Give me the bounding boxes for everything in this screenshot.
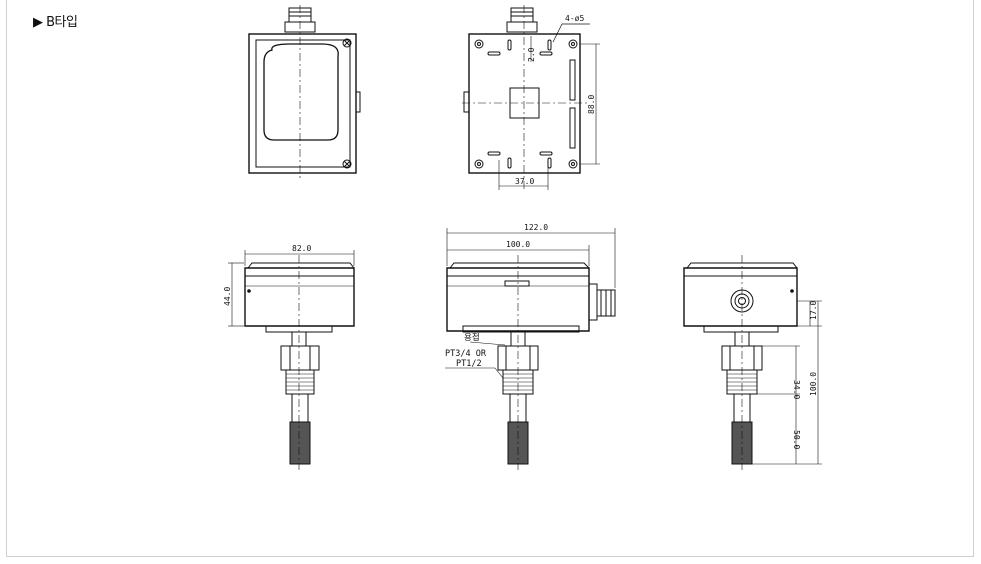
dim-hole-label: 4-ø5 <box>565 14 584 23</box>
dim-right-thread-label: 34.0 <box>792 380 801 399</box>
dim-overall-label: 122.0 <box>524 223 548 232</box>
dim-side-height-label: 44.0 <box>223 287 232 306</box>
side-view <box>228 250 355 470</box>
dim-right-probe-label: 50.0 <box>792 430 801 449</box>
right-view <box>683 255 822 470</box>
thread-label-line2: PT1/2 <box>456 359 482 369</box>
dim-height-label: 88.0 <box>587 95 596 114</box>
thread-label-line1: PT3/4 OR <box>445 349 487 359</box>
dim-side-width-label: 82.0 <box>292 244 311 253</box>
front-view-window <box>248 5 361 178</box>
rear-view <box>462 5 600 190</box>
seal-label: 용접 <box>464 332 480 343</box>
dim-right-top-label: 17.0 <box>809 301 818 320</box>
front-view <box>445 228 616 470</box>
type-title: ▶ B타입 <box>33 15 78 30</box>
dim-body-label: 100.0 <box>506 240 530 249</box>
dim-width-label: 37.0 <box>515 177 534 186</box>
dim-right-total-label: 100.0 <box>809 372 818 396</box>
dim-small-label: 2.0 <box>527 47 536 62</box>
